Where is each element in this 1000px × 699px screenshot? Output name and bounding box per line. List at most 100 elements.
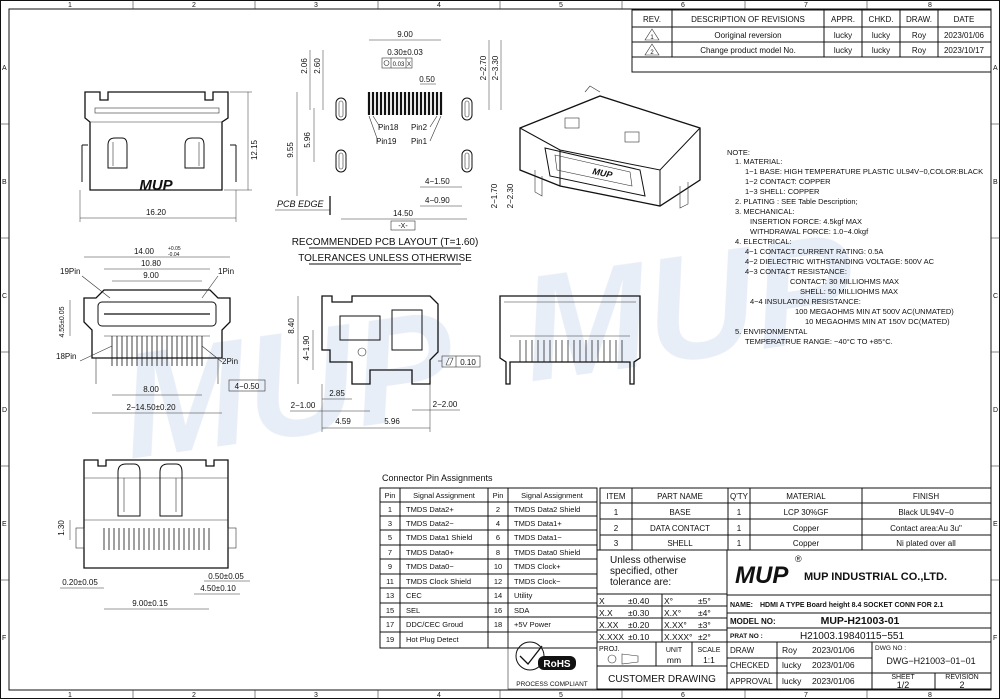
pcb-edge-label: PCB EDGE bbox=[277, 199, 325, 209]
col-label: 7 bbox=[804, 2, 808, 9]
pin-cell: SEL bbox=[406, 606, 420, 615]
note-line: 4−2 DIELECTRIC WITHSTANDING VOLTAGE: 500… bbox=[745, 257, 935, 266]
revision-value: 2 bbox=[959, 680, 964, 690]
rev-header: CHKD. bbox=[869, 15, 894, 24]
bottom-view: 1.30 0.20±0.05 0.50±0.05 4.50±0.10 9.00±… bbox=[57, 459, 250, 610]
pin-table-title: Connector Pin Assignments bbox=[382, 473, 493, 483]
projection-symbol-icon bbox=[607, 654, 617, 664]
dwg-number: DWG−H21003−01−01 bbox=[886, 656, 975, 666]
prat-label: PRAT NO : bbox=[730, 633, 763, 640]
pin-cell: TMDS Data2− bbox=[406, 519, 454, 528]
pin-cell: DDC/CEC Groud bbox=[406, 620, 463, 629]
dim-pcb-330: 2−3.30 bbox=[491, 55, 500, 80]
checked-name: lucky bbox=[782, 660, 802, 670]
dim-pcb-260: 2.60 bbox=[313, 58, 322, 74]
front-view: MUP 16.20 12.15 bbox=[79, 91, 259, 222]
dwg-label: DWG NO : bbox=[875, 645, 906, 652]
dim-side-840: 8.40 bbox=[287, 318, 296, 334]
bom-cell: Copper bbox=[793, 524, 820, 533]
row-label: B bbox=[993, 179, 998, 186]
pcb-pin1-label: Pin1 bbox=[411, 137, 428, 146]
tolerance-title: specified, other bbox=[610, 566, 678, 577]
bom-cell: Contact area:Au 3u" bbox=[890, 524, 962, 533]
dim-pin-455: 4.55±0.05 bbox=[59, 306, 66, 337]
tolerance-ref: X bbox=[407, 62, 411, 68]
label-2pin: 2Pin bbox=[222, 357, 238, 366]
rev-number: 1 bbox=[650, 35, 654, 41]
dim-pcb-1450: 14.50 bbox=[393, 209, 414, 218]
pin-cell: 11 bbox=[386, 577, 394, 586]
label-18pin: 18Pin bbox=[56, 352, 76, 361]
rev-header: APPR. bbox=[831, 15, 855, 24]
revision-table: REV. DESCRIPTION OF REVISIONS APPR. CHKD… bbox=[631, 9, 992, 73]
datum-label: -X- bbox=[398, 223, 408, 230]
dim-side-596: 5.96 bbox=[384, 417, 400, 426]
position-tolerance-icon bbox=[383, 60, 390, 66]
pin-cell: 14 bbox=[494, 591, 502, 600]
checked-label: CHECKED bbox=[730, 661, 769, 670]
bom-header: MATERIAL bbox=[786, 492, 826, 501]
isometric-logo: MUP bbox=[592, 166, 615, 180]
rev-draw: Roy bbox=[912, 46, 926, 55]
pin-table-header: Pin bbox=[385, 491, 396, 500]
row-label: D bbox=[2, 407, 7, 414]
notes-block: NOTE: 1. MATERIAL: 1−1 BASE: HIGH TEMPER… bbox=[727, 148, 983, 346]
rev-triangle-icon bbox=[644, 28, 660, 41]
tol-val: ±4° bbox=[698, 608, 711, 618]
note-line: 4−1 CONTACT CURRENT RATING: 0.5A bbox=[745, 247, 883, 256]
pin-cell: TMDS Data2+ bbox=[406, 505, 454, 514]
draw-label: DRAW bbox=[730, 646, 755, 655]
bom-cell: 1 bbox=[737, 524, 742, 533]
tol-key: X.XXX bbox=[599, 632, 624, 642]
bom-cell: Black UL94V−0 bbox=[898, 508, 954, 517]
tolerance-block: Unless otherwise specified, other tolera… bbox=[596, 549, 728, 690]
pin-cell: 15 bbox=[386, 606, 394, 615]
pin-cell: TMDS Data0 Shield bbox=[514, 548, 580, 557]
scale-value: 1:1 bbox=[703, 655, 715, 665]
pin-cell: 16 bbox=[494, 606, 502, 615]
tol-key: X.XXX° bbox=[664, 632, 692, 642]
proj-label: PROJ. bbox=[599, 646, 620, 653]
col-label: 1 bbox=[68, 2, 72, 9]
row-label: A bbox=[2, 65, 7, 72]
dim-pcb-596: 5.96 bbox=[303, 132, 312, 148]
note-line: 4−3 CONTACT RESISTANCE: bbox=[745, 267, 847, 276]
dim-bottom-450: 4.50±0.10 bbox=[200, 584, 236, 593]
name-label: NAME: bbox=[730, 602, 753, 609]
tol-key: X.XX bbox=[599, 620, 619, 630]
row-label: E bbox=[2, 521, 7, 528]
pin-cell: TMDS Data0+ bbox=[406, 548, 454, 557]
col-label: 5 bbox=[559, 2, 563, 9]
dim-pcb-030: 0.30±0.03 bbox=[387, 48, 423, 57]
bom-cell: DATA CONTACT bbox=[650, 524, 710, 533]
dim-bottom-900: 9.00±0.15 bbox=[132, 599, 168, 608]
bom-header: Q'TY bbox=[730, 492, 749, 501]
pin-cell: 5 bbox=[388, 533, 392, 542]
pin-cell: TMDS Data1 Shield bbox=[406, 533, 472, 542]
note-line: 1−2 CONTACT: COPPER bbox=[745, 177, 831, 186]
tol-val: ±5° bbox=[698, 596, 711, 606]
dim-pin-900: 9.00 bbox=[143, 271, 159, 280]
pin-cell: TMDS Data0− bbox=[406, 562, 454, 571]
col-label: 4 bbox=[437, 2, 441, 9]
dim-pcb-955: 9.55 bbox=[286, 142, 295, 158]
dim-side-200: 2−2.00 bbox=[433, 400, 458, 409]
note-line: NOTE: bbox=[727, 148, 750, 157]
pcb-pin2-label: Pin2 bbox=[411, 123, 428, 132]
dim-pcb-050: 0.50 bbox=[419, 75, 435, 84]
pin-cell: 19 bbox=[386, 635, 394, 644]
pin-cell: TMDS Clock Shield bbox=[406, 577, 471, 586]
note-line: 1. MATERIAL: bbox=[735, 157, 782, 166]
pin-table-header: Pin bbox=[493, 491, 504, 500]
pin-table-header: Signal Assignment bbox=[521, 491, 584, 500]
col-label: 4 bbox=[437, 692, 441, 699]
dim-pin-1450: 2−14.50±0.20 bbox=[126, 403, 176, 412]
bom-cell: Ni plated over all bbox=[896, 539, 956, 548]
pcb-layout-title: RECOMMENDED PCB LAYOUT (T=1.60) bbox=[292, 237, 479, 248]
title-block: MUP ® MUP INDUSTRIAL CO.,LTD. NAME: HDMI… bbox=[726, 549, 992, 690]
customer-drawing-label: CUSTOMER DRAWING bbox=[608, 674, 716, 685]
note-line: CONTACT: 30 MILLIOHMS MAX bbox=[790, 277, 899, 286]
note-line: 4. ELECTRICAL: bbox=[735, 237, 792, 246]
tolerance-value: 0.03 bbox=[393, 62, 405, 68]
note-line: WITHDRAWAL FORCE: 1.0−4.0kgf bbox=[750, 227, 869, 236]
